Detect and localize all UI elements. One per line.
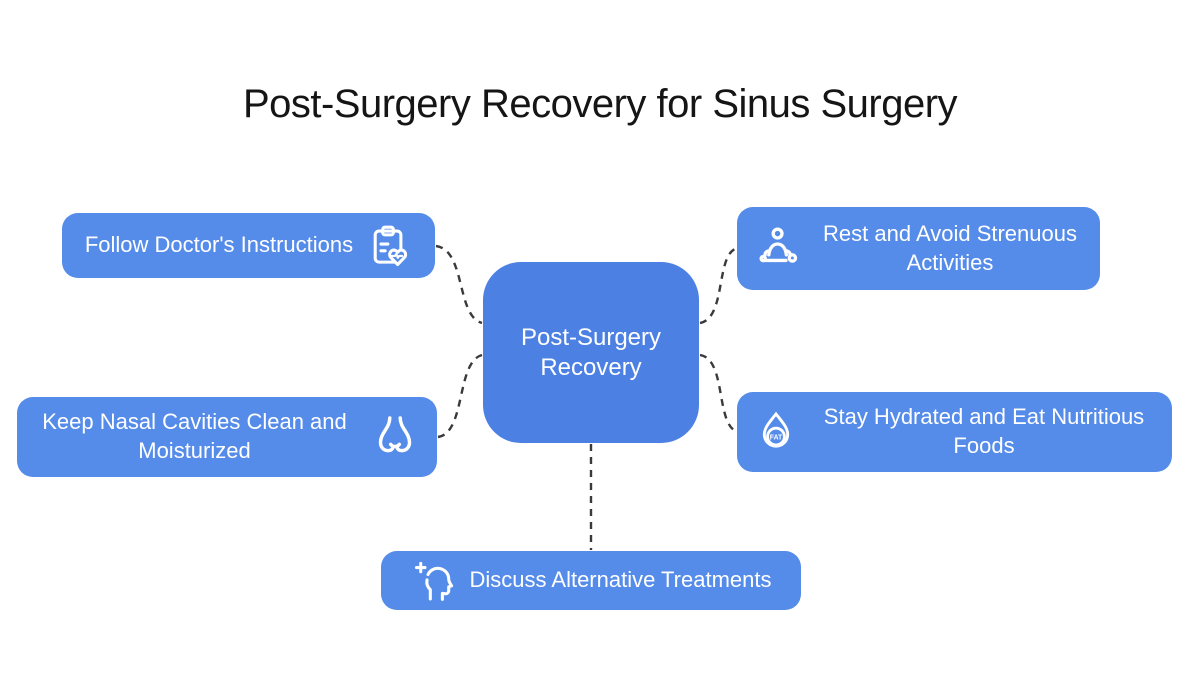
node-label: Discuss Alternative Treatments [469, 567, 772, 593]
node-stay-hydrated-nutritious-foods: FAT Stay Hydrated and Eat Nutritious Foo… [737, 392, 1172, 472]
water-drop-icon-text: FAT [770, 434, 783, 441]
central-node-label: Post-Surgery Recovery [520, 323, 662, 381]
connector-bottom-left [437, 353, 483, 439]
nose-icon [369, 411, 421, 463]
node-label: Rest and Avoid Strenuous Activities [823, 220, 1077, 275]
node-keep-nasal-cavities-clean: Keep Nasal Cavities Clean and Moisturize… [17, 397, 437, 477]
connector-bottom-right [699, 353, 739, 434]
node-rest-avoid-strenuous-activities: Rest and Avoid Strenuous Activities [737, 207, 1100, 290]
clipboard-heart-icon [366, 223, 412, 269]
node-label: Stay Hydrated and Eat Nutritious Foods [823, 404, 1145, 458]
connector-top-left [435, 244, 483, 325]
central-node: Post-Surgery Recovery [483, 262, 699, 443]
node-label: Keep Nasal Cavities Clean and Moisturize… [42, 409, 347, 463]
person-resting-icon [753, 224, 803, 274]
water-drop-icon: FAT [753, 409, 799, 455]
node-label: Follow Doctor's Instructions [84, 232, 354, 258]
page-title: Post-Surgery Recovery for Sinus Surgery [242, 82, 958, 126]
node-discuss-alternative-treatments: Discuss Alternative Treatments [381, 551, 801, 610]
connector-top-right [699, 246, 739, 325]
head-cross-icon [410, 558, 456, 604]
node-follow-doctors-instructions: Follow Doctor's Instructions [62, 213, 435, 278]
